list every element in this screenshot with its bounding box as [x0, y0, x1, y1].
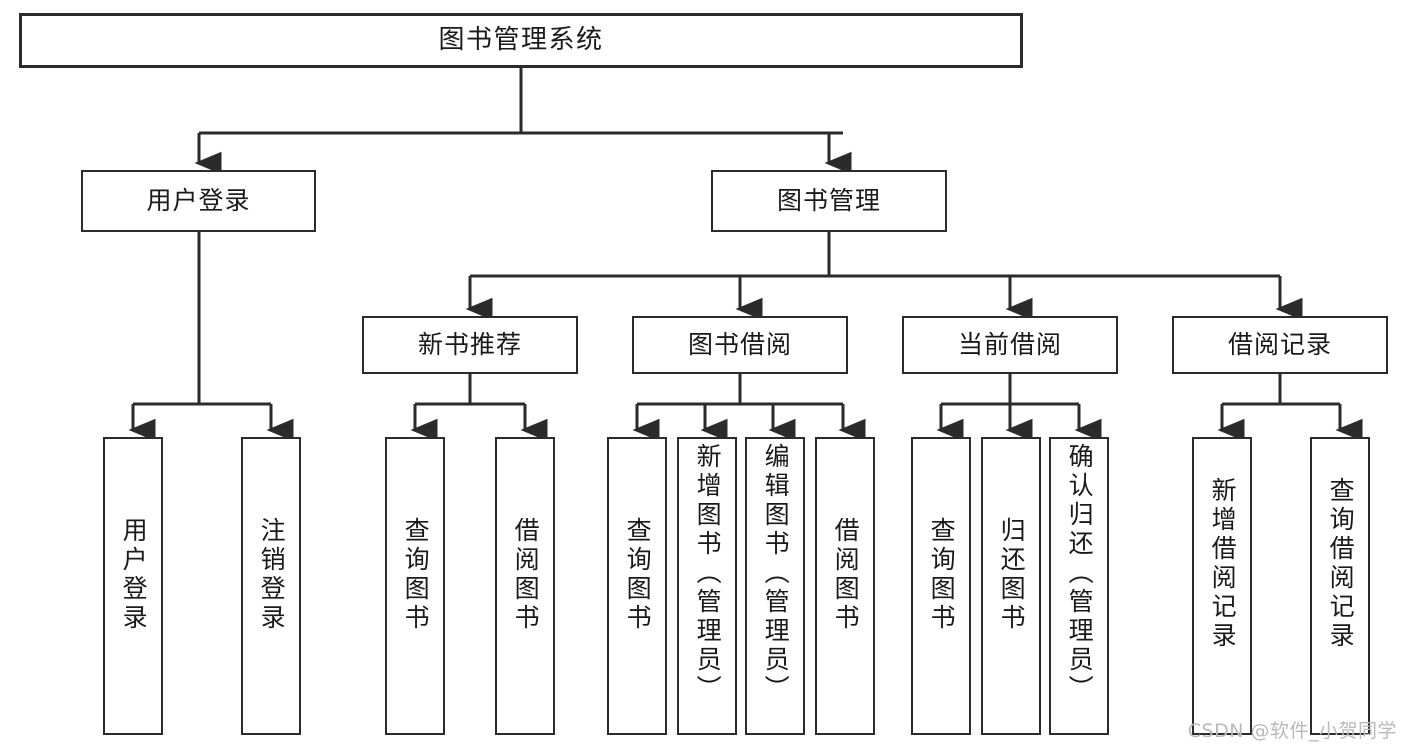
node-label: 查询图书 [623, 517, 653, 633]
leaf-record-query-record[interactable]: 查询借阅记录 [1310, 437, 1370, 735]
node-label: 当前借阅 [957, 330, 1062, 359]
node-label: 查询借阅记录 [1326, 477, 1356, 651]
leaf-recommend-query-book[interactable]: 查询图书 [385, 437, 445, 735]
leaf-current-query-book[interactable]: 查询图书 [911, 437, 971, 735]
leaf-recommend-borrow-book[interactable]: 借阅图书 [495, 437, 555, 735]
node-label: 确认归还（管理员） [1065, 443, 1095, 704]
node-label: 借阅图书 [511, 517, 541, 633]
leaf-borrow-edit-book-admin[interactable]: 编辑图书（管理员） [745, 437, 805, 735]
leaf-borrow-add-book-admin[interactable]: 新增图书（管理员） [677, 437, 737, 735]
node-label: 新书推荐 [417, 330, 522, 359]
node-label: 图书管理系统 [438, 24, 604, 55]
node-root-system[interactable]: 图书管理系统 [19, 13, 1023, 68]
leaf-record-add-record[interactable]: 新增借阅记录 [1192, 437, 1252, 735]
node-label: 查询图书 [927, 517, 957, 633]
leaf-user-login[interactable]: 用户登录 [103, 437, 163, 735]
node-label: 新增借阅记录 [1208, 477, 1238, 651]
node-label: 用户登录 [119, 517, 149, 633]
node-label: 借阅记录 [1227, 330, 1332, 359]
node-book-borrow[interactable]: 图书借阅 [632, 316, 848, 374]
leaf-current-confirm-return-admin[interactable]: 确认归还（管理员） [1049, 437, 1109, 735]
node-label: 新增图书（管理员） [693, 443, 723, 704]
leaf-current-return-book[interactable]: 归还图书 [981, 437, 1041, 735]
node-label: 用户登录 [146, 186, 251, 215]
node-label: 编辑图书（管理员） [761, 443, 791, 704]
node-label: 查询图书 [401, 517, 431, 633]
node-label: 注销登录 [257, 517, 287, 633]
node-label: 借阅图书 [831, 517, 861, 633]
node-current-borrow[interactable]: 当前借阅 [902, 316, 1118, 374]
leaf-borrow-query-book[interactable]: 查询图书 [607, 437, 667, 735]
node-user-login[interactable]: 用户登录 [81, 170, 316, 232]
node-label: 归还图书 [997, 517, 1027, 633]
leaf-borrow-borrow-book[interactable]: 借阅图书 [815, 437, 875, 735]
node-new-book-recommend[interactable]: 新书推荐 [362, 316, 578, 374]
node-book-management[interactable]: 图书管理 [711, 170, 947, 232]
node-label: 图书管理 [776, 186, 881, 215]
leaf-user-logout[interactable]: 注销登录 [241, 437, 301, 735]
node-label: 图书借阅 [687, 330, 792, 359]
watermark-text: CSDN @软件_小贺同学 [1187, 720, 1397, 742]
node-borrow-record[interactable]: 借阅记录 [1172, 316, 1388, 374]
